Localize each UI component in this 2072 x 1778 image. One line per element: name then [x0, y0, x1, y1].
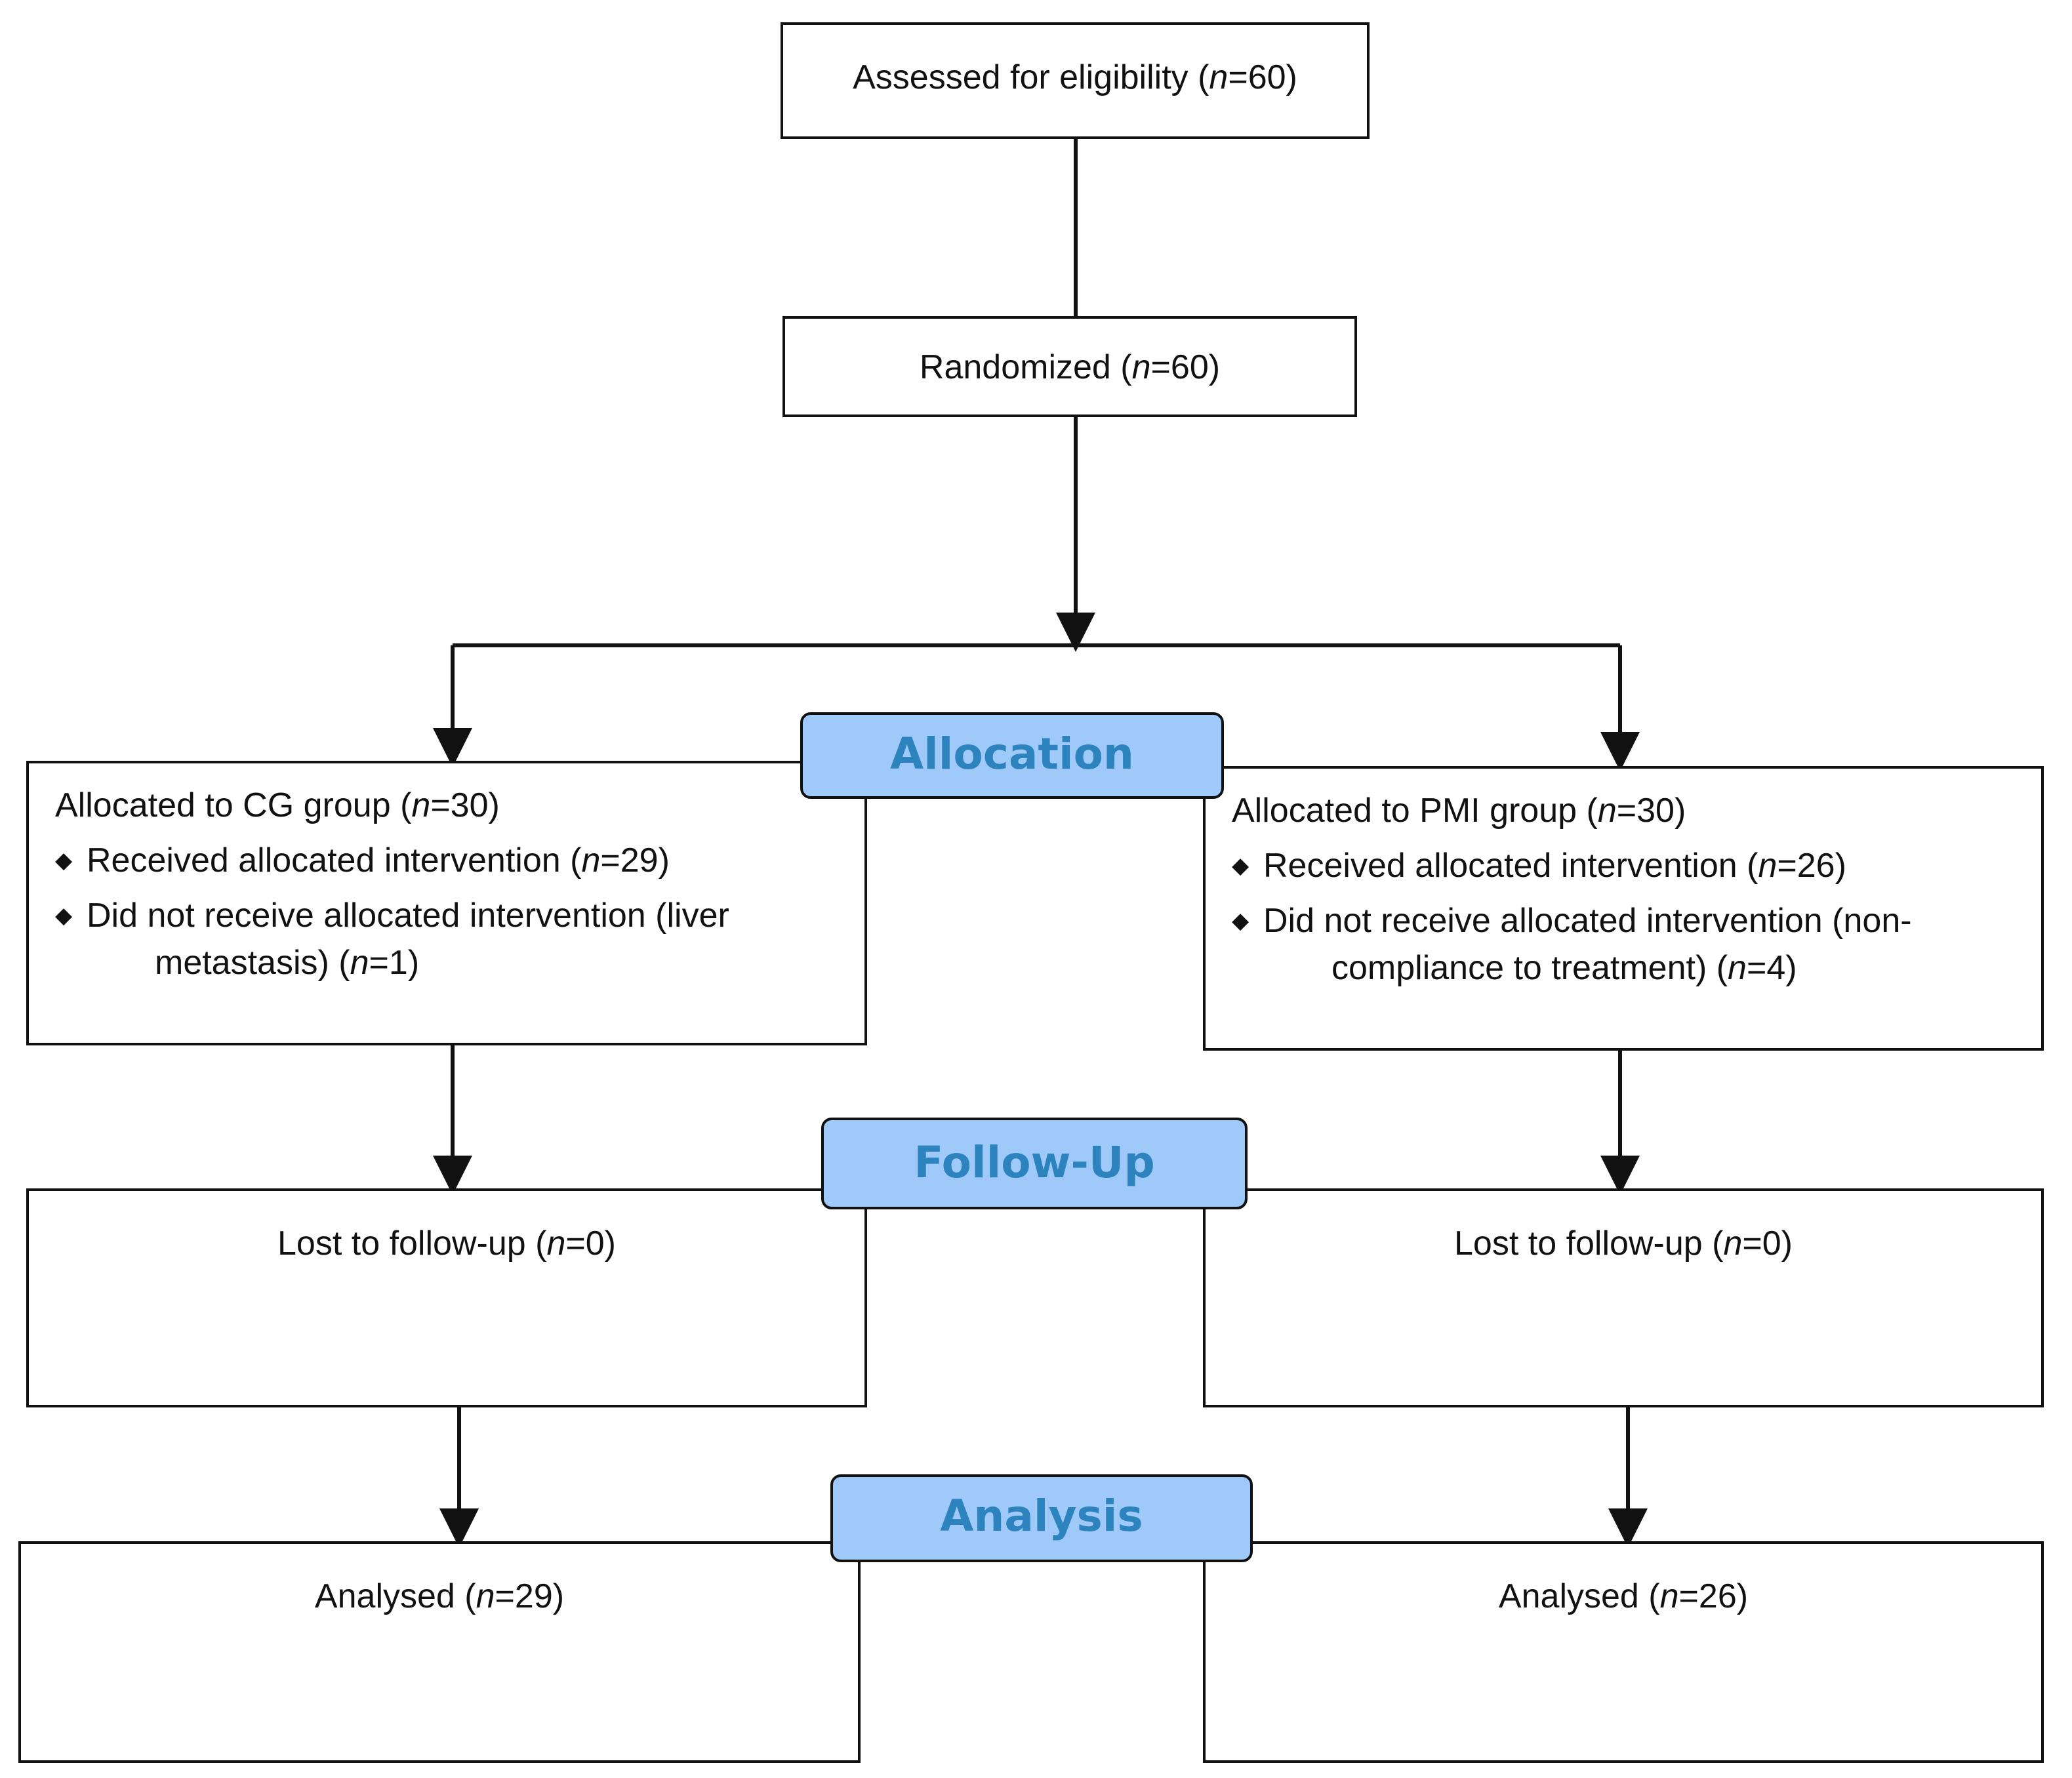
stage-follow-up: Follow-Up	[821, 1118, 1248, 1209]
stage-analysis: Analysis	[830, 1474, 1253, 1562]
stage-follow-up-label: Follow-Up	[914, 1137, 1155, 1188]
pmi-followup-text: Lost to follow-up (n=0)	[1454, 1224, 1793, 1263]
cg-allocation-details: Allocated to CG group (n=30) ◆Received a…	[29, 778, 864, 982]
pmi-allocation-box: Allocated to PMI group (n=30) ◆Received …	[1203, 766, 2044, 1051]
cg-analysis-text: Analysed (n=29)	[314, 1577, 565, 1615]
stage-allocation: Allocation	[800, 712, 1224, 799]
randomized-text: Randomized (n=60)	[919, 348, 1221, 386]
pmi-not-received-line: ◆Did not receive allocated intervention …	[1232, 893, 2041, 948]
cg-received-line: ◆Received allocated intervention (n=29)	[55, 833, 864, 888]
pmi-analysis-text: Analysed (n=26)	[1498, 1577, 1749, 1615]
pmi-followup-box: Lost to follow-up (n=0)	[1203, 1188, 2044, 1407]
stage-analysis-label: Analysis	[940, 1491, 1143, 1541]
pmi-received-line: ◆Received allocated intervention (n=26)	[1232, 838, 2041, 893]
bullet-icon: ◆	[1232, 853, 1249, 878]
cg-followup-box: Lost to follow-up (n=0)	[26, 1188, 867, 1407]
cg-not-received-line: ◆Did not receive allocated intervention …	[55, 888, 864, 943]
bullet-icon: ◆	[55, 903, 73, 928]
eligibility-box: Assessed for eligibility (n=60)	[781, 22, 1370, 139]
randomized-box: Randomized (n=60)	[782, 316, 1357, 417]
pmi-not-received-line-2: compliance to treatment) (n=4)	[1331, 949, 1797, 987]
stage-allocation-label: Allocation	[890, 729, 1134, 779]
pmi-allocated-line: Allocated to PMI group (n=30)	[1232, 792, 1686, 830]
cg-followup-text: Lost to follow-up (n=0)	[277, 1224, 616, 1263]
cg-not-received-line-2: metastasis) (n=1)	[155, 944, 420, 982]
cg-allocation-box: Allocated to CG group (n=30) ◆Received a…	[26, 761, 867, 1045]
eligibility-text: Assessed for eligibility (n=60)	[853, 58, 1297, 96]
cg-analysis-box: Analysed (n=29)	[18, 1541, 861, 1763]
bullet-icon: ◆	[1232, 908, 1249, 933]
pmi-analysis-box: Analysed (n=26)	[1203, 1541, 2044, 1763]
pmi-allocation-details: Allocated to PMI group (n=30) ◆Received …	[1206, 783, 2041, 988]
cg-allocated-line: Allocated to CG group (n=30)	[55, 786, 500, 824]
bullet-icon: ◆	[55, 848, 73, 873]
